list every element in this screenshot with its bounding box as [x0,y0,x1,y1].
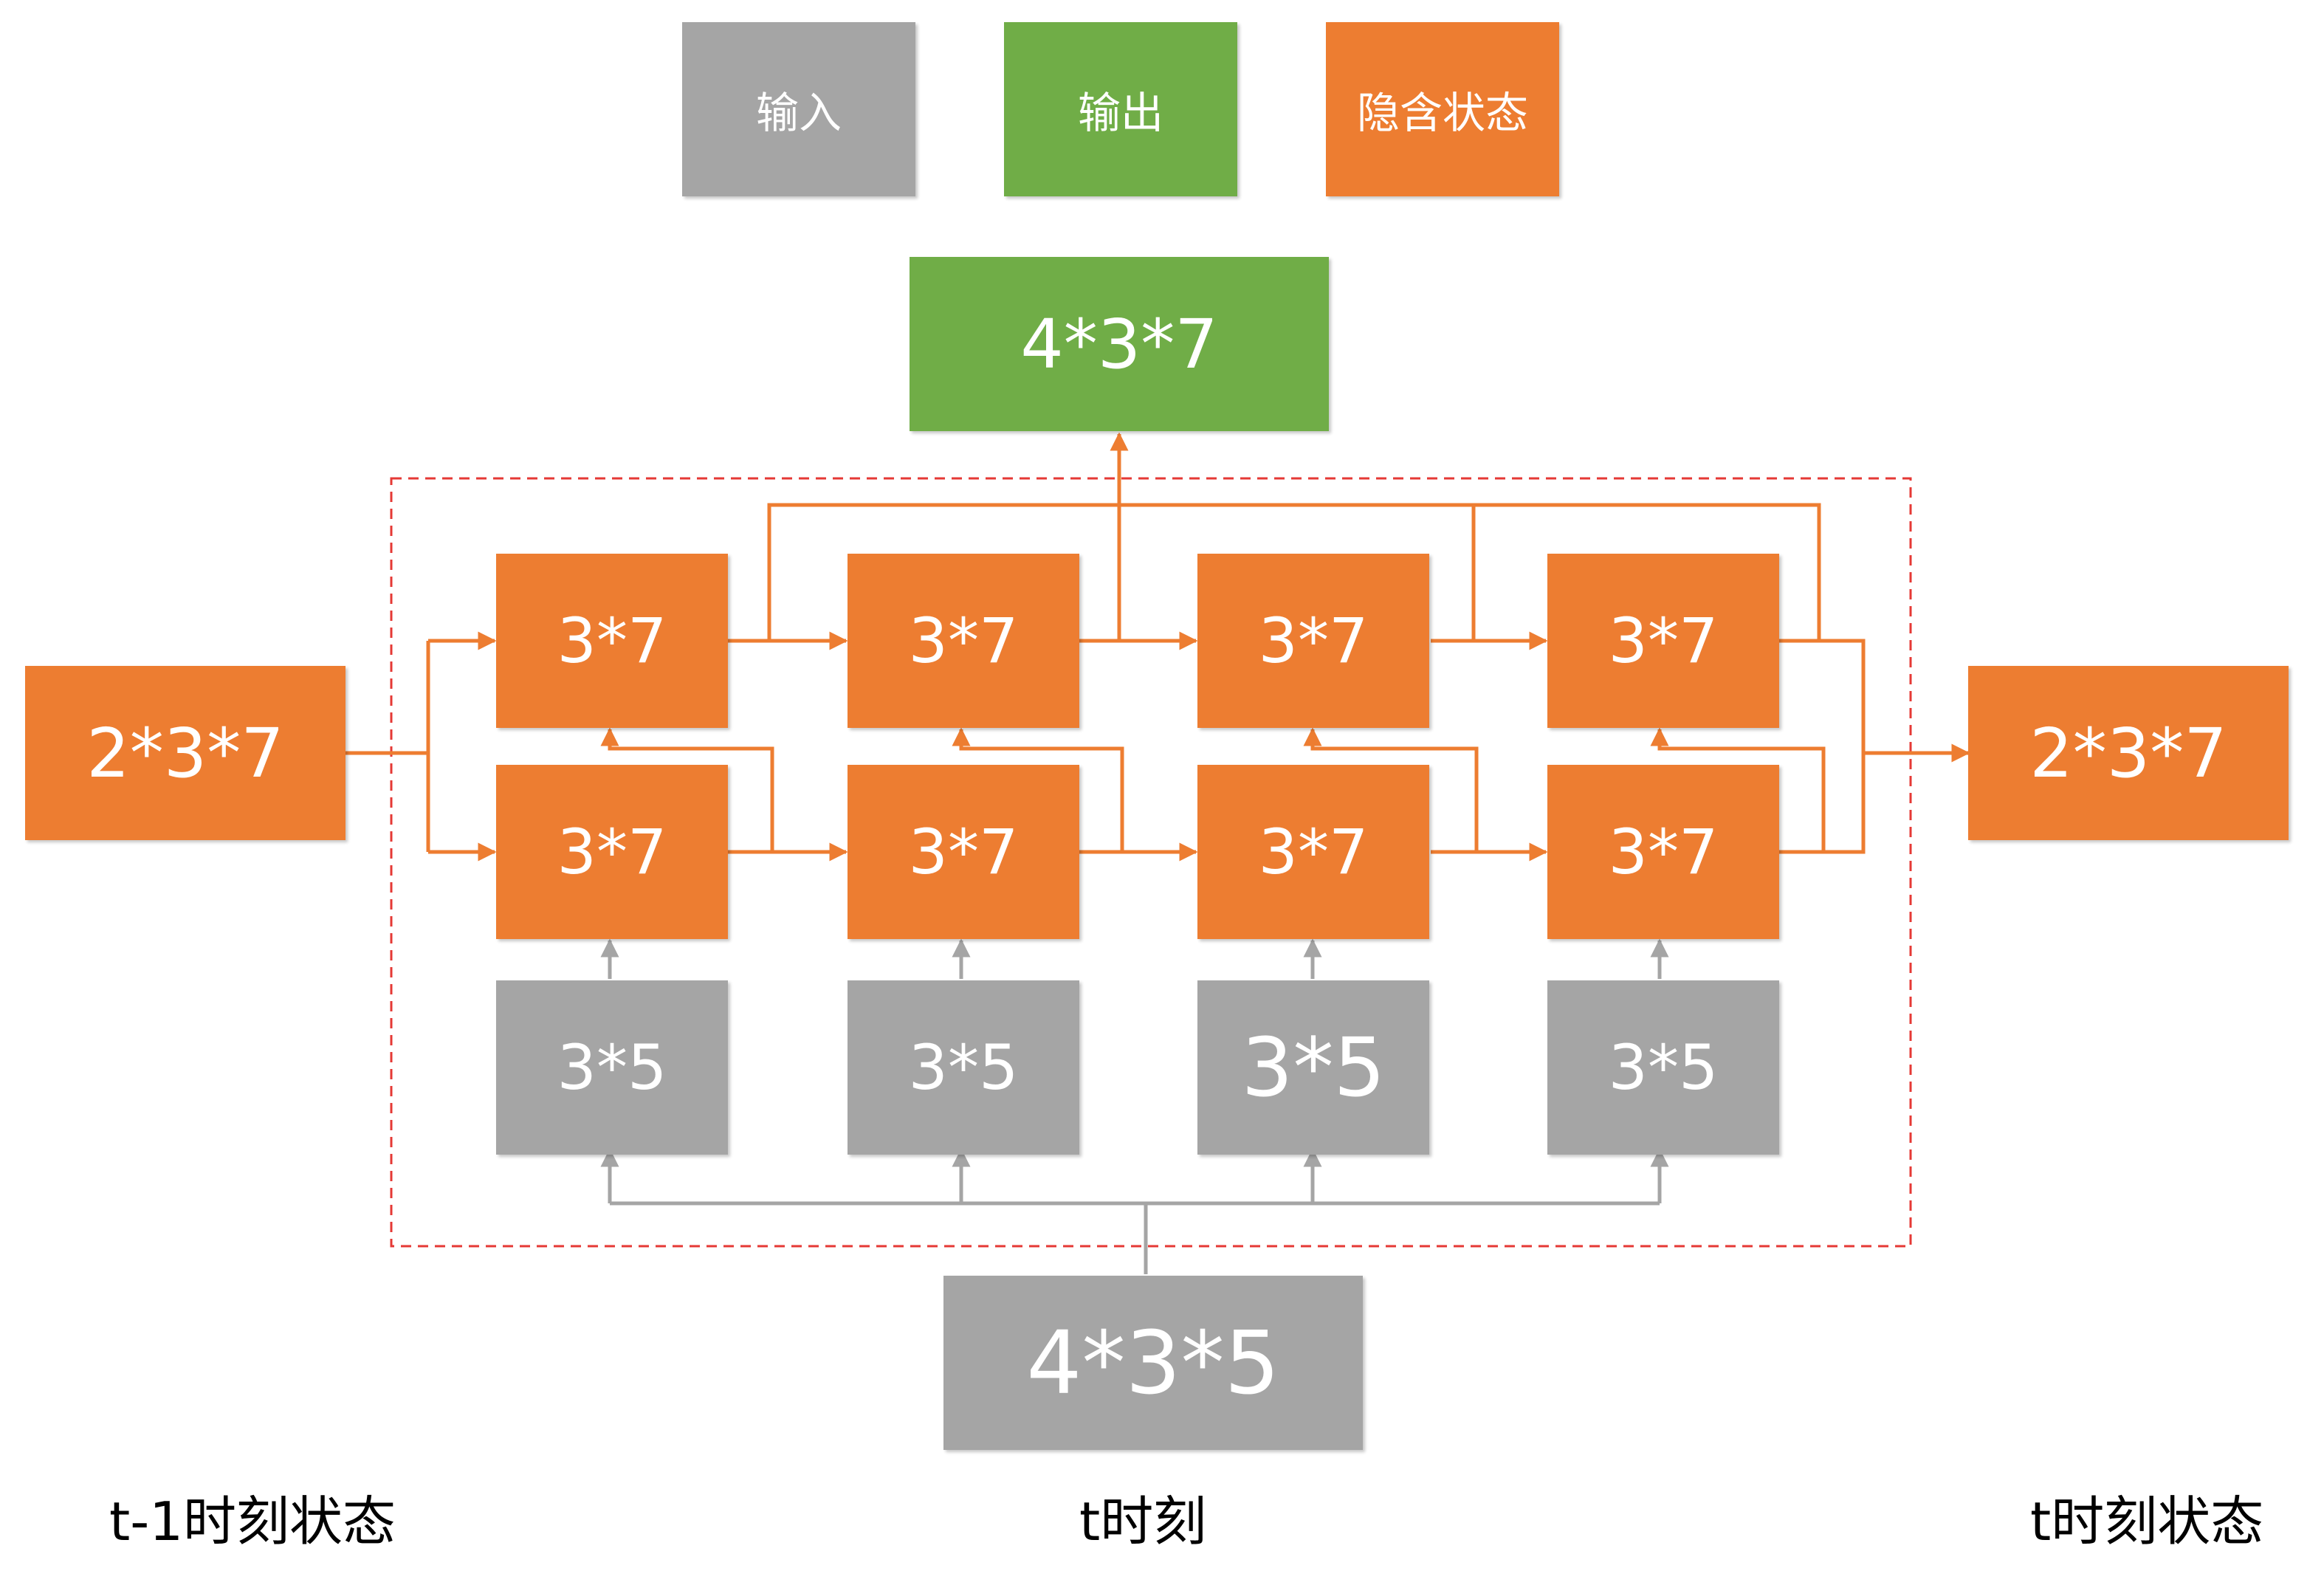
hidden-bottom-4: 3*7 [1547,765,1779,939]
hidden-bottom-2: 3*7 [848,765,1079,939]
state-out-box: 2*3*7 [1968,666,2289,840]
legend-input-label: 输入 [755,88,842,138]
hidden-top-2-label: 3*7 [908,605,1019,677]
state-in-split [344,641,430,852]
legend-input: 输入 [682,22,915,196]
state-in-label: 2*3*7 [86,713,284,793]
hidden-bottom-1: 3*7 [496,765,728,939]
hidden-top-4: 3*7 [1547,554,1779,728]
input-box-label: 4*3*5 [1026,1312,1280,1414]
input-step-1-label: 3*5 [557,1031,667,1104]
input-step-3: 3*5 [1197,980,1429,1155]
input-step-3-label: 3*5 [1241,1020,1386,1115]
input-step-4: 3*5 [1547,980,1779,1155]
hidden-bottom-1-label: 3*7 [557,816,667,888]
hidden-bottom-4-label: 3*7 [1608,816,1719,888]
state-in-box: 2*3*7 [25,666,345,840]
input-step-4-label: 3*5 [1608,1031,1719,1104]
hidden-top-1: 3*7 [496,554,728,728]
input-bus [610,1201,1660,1274]
state-out-merge [1778,639,1866,854]
legend-output: 输出 [1004,22,1237,196]
hidden-top-3: 3*7 [1197,554,1429,728]
hidden-top-2: 3*7 [848,554,1079,728]
lstm-region-border [390,477,1912,1248]
feedback-3 [1303,727,1479,852]
input-step-1: 3*5 [496,980,728,1155]
feedback-1 [600,727,774,852]
caption-current-time: t时刻 [1079,1491,1207,1553]
caption-current-state: t时刻状态 [2030,1491,2264,1553]
hidden-bottom-3-label: 3*7 [1258,816,1369,888]
hidden-top-3-label: 3*7 [1258,605,1369,677]
output-bus [767,503,1821,641]
caption-prev-state: t-1时刻状态 [109,1491,396,1553]
feedback-2 [952,727,1124,852]
legend-hidden: 隐含状态 [1326,22,1559,196]
output-box-label: 4*3*7 [1020,304,1218,384]
input-step-2: 3*5 [848,980,1079,1155]
state-out-label: 2*3*7 [2029,713,2227,793]
hidden-top-4-label: 3*7 [1608,605,1719,677]
feedback-4 [1650,727,1826,852]
hidden-bottom-2-label: 3*7 [908,816,1019,888]
output-box: 4*3*7 [910,257,1329,431]
hidden-top-1-label: 3*7 [557,605,667,677]
hidden-bottom-3: 3*7 [1197,765,1429,939]
legend-output-label: 输出 [1077,88,1163,138]
input-box: 4*3*5 [943,1276,1363,1450]
input-step-2-label: 3*5 [908,1031,1019,1104]
legend-hidden-label: 隐含状态 [1356,88,1528,138]
